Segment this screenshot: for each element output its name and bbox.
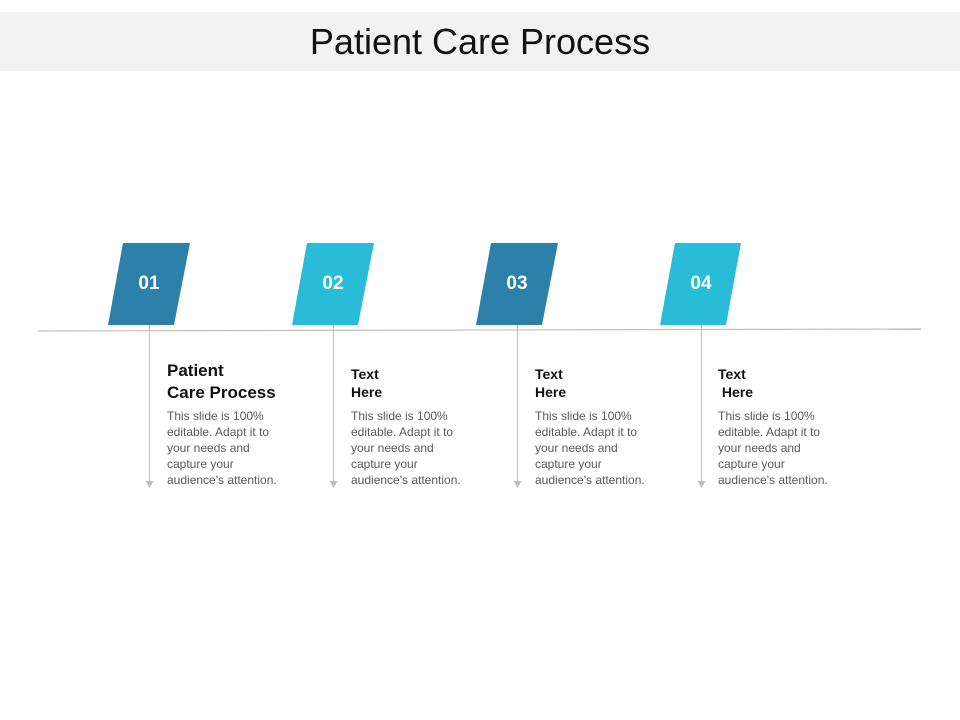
heading-line: Here (351, 384, 383, 400)
description-line: your needs and (167, 441, 250, 455)
step-number-03: 03 (506, 273, 528, 294)
description-line: This slide is 100% (718, 409, 815, 423)
connector-02 (329, 325, 338, 488)
description-line: capture your (718, 457, 785, 471)
step-03-heading: Text Here (535, 360, 685, 401)
step-04-description: This slide is 100% editable. Adapt it to… (718, 408, 868, 488)
description-line: editable. Adapt it to (167, 425, 270, 439)
arrow-down-icon (697, 481, 706, 488)
connector-03 (513, 325, 522, 488)
step-04-heading: Text Here (718, 360, 868, 401)
description-line: your needs and (535, 441, 618, 455)
slide-title: Patient Care Process (309, 20, 651, 62)
heading-line: Text (718, 366, 746, 382)
timeline-line (37, 328, 922, 332)
description-line: audience's attention. (351, 473, 461, 487)
step-01-text-block: Patient Care Process This slide is 100% … (167, 360, 317, 488)
heading-line: Here (535, 384, 567, 400)
step-01-description: This slide is 100% editable. Adapt it to… (167, 408, 317, 488)
heading-line: Care Process (167, 383, 276, 402)
description-line: audience's attention. (718, 473, 828, 487)
description-line: capture your (351, 457, 418, 471)
arrow-down-icon (513, 481, 522, 488)
description-line: This slide is 100% (351, 409, 448, 423)
arrow-down-icon (145, 481, 154, 488)
step-marker-01-shape (108, 243, 190, 325)
description-line: editable. Adapt it to (718, 425, 821, 439)
description-line: audience's attention. (167, 473, 277, 487)
step-04-text-block: Text Here This slide is 100% editable. A… (718, 360, 868, 488)
description-line: editable. Adapt it to (535, 425, 638, 439)
step-marker-03-shape (476, 243, 558, 325)
heading-line: Here (718, 384, 754, 400)
heading-line: Patient (167, 361, 224, 380)
step-marker-04-shape (660, 243, 741, 325)
step-03-description: This slide is 100% editable. Adapt it to… (535, 408, 685, 488)
step-03-text-block: Text Here This slide is 100% editable. A… (535, 360, 685, 488)
description-line: capture your (167, 457, 234, 471)
step-02-description: This slide is 100% editable. Adapt it to… (351, 408, 501, 488)
step-number-04: 04 (690, 273, 712, 294)
description-line: your needs and (351, 441, 434, 455)
description-line: editable. Adapt it to (351, 425, 454, 439)
title-bar: Patient Care Process (0, 12, 960, 71)
step-02-heading: Text Here (351, 360, 501, 401)
step-number-01: 01 (138, 273, 160, 294)
step-01-heading: Patient Care Process (167, 360, 317, 404)
description-line: This slide is 100% (167, 409, 264, 423)
step-marker-02-shape (292, 243, 374, 325)
description-line: your needs and (718, 441, 801, 455)
heading-line: Text (535, 366, 563, 382)
connector-01 (145, 325, 154, 488)
step-02-text-block: Text Here This slide is 100% editable. A… (351, 360, 501, 488)
description-line: audience's attention. (535, 473, 645, 487)
heading-line: Text (351, 366, 379, 382)
step-number-02: 02 (322, 273, 344, 294)
description-line: capture your (535, 457, 602, 471)
arrow-down-icon (329, 481, 338, 488)
connector-04 (697, 325, 706, 488)
description-line: This slide is 100% (535, 409, 632, 423)
